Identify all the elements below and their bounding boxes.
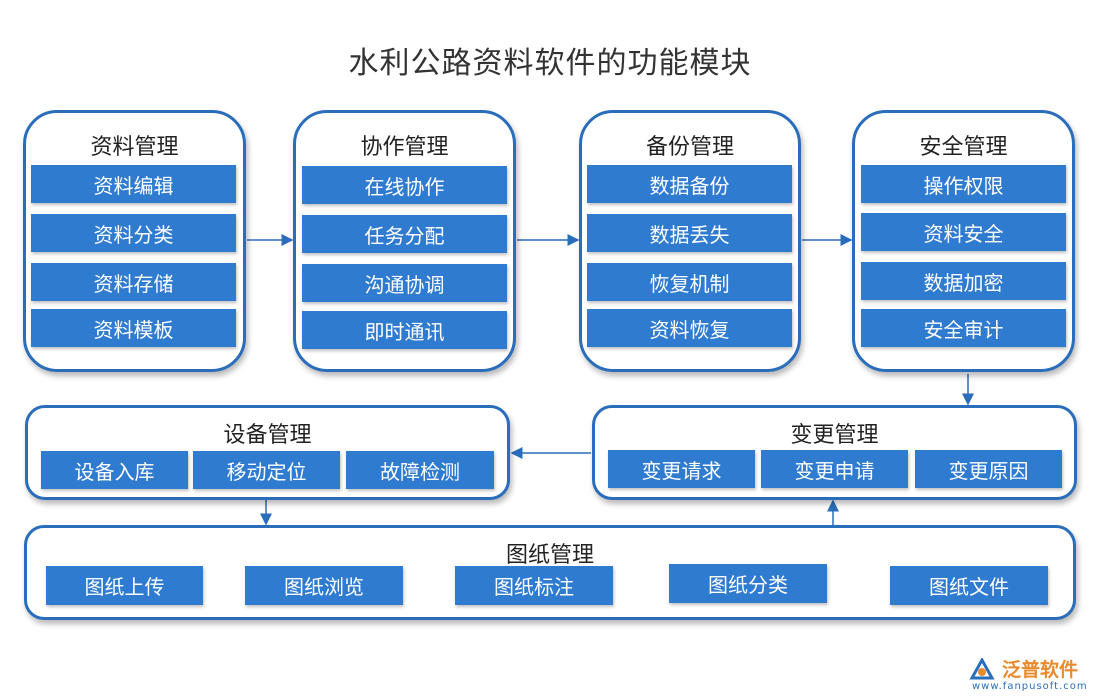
item-change-reason: 变更原因 bbox=[915, 450, 1062, 488]
module-device-management: 设备管理 设备入库 移动定位 故障检测 bbox=[25, 405, 510, 500]
item-instant-messaging: 即时通讯 bbox=[302, 311, 507, 349]
module-collaboration-management: 协作管理 在线协作 任务分配 沟通协调 即时通讯 bbox=[293, 110, 516, 372]
logo-name: 泛普软件 bbox=[1002, 659, 1079, 681]
item-device-storage: 设备入库 bbox=[41, 451, 188, 489]
diagram-title: 水利公路资料软件的功能模块 bbox=[348, 46, 752, 81]
module-title: 设备管理 bbox=[223, 423, 312, 448]
module-data-management: 资料管理 资料编辑 资料分类 资料存储 资料模板 bbox=[23, 110, 246, 372]
item-change-request: 变更请求 bbox=[608, 450, 755, 488]
module-title: 安全管理 bbox=[919, 135, 1008, 160]
module-title: 变更管理 bbox=[790, 423, 879, 448]
item-data-encryption: 数据加密 bbox=[861, 262, 1066, 300]
item-drawing-upload: 图纸上传 bbox=[46, 566, 203, 605]
item-drawing-classify: 图纸分类 bbox=[669, 564, 827, 603]
item-recovery-mechanism: 恢复机制 bbox=[587, 263, 792, 301]
item-data-storage: 资料存储 bbox=[31, 263, 236, 301]
item-operation-permission: 操作权限 bbox=[861, 165, 1066, 203]
item-data-loss: 数据丢失 bbox=[587, 214, 792, 252]
item-change-application: 变更申请 bbox=[761, 450, 908, 488]
module-title: 资料管理 bbox=[90, 135, 179, 160]
item-fault-detection: 故障检测 bbox=[346, 451, 494, 489]
item-data-backup: 数据备份 bbox=[587, 165, 792, 203]
module-title: 备份管理 bbox=[645, 135, 734, 160]
module-drawing-management: 图纸管理 图纸上传 图纸浏览 图纸标注 图纸分类 图纸文件 bbox=[24, 525, 1076, 620]
item-drawing-annotation: 图纸标注 bbox=[455, 566, 613, 605]
module-title: 图纸管理 bbox=[505, 543, 594, 568]
item-data-edit: 资料编辑 bbox=[31, 165, 236, 203]
logo-url: www.fanpusoft.com bbox=[972, 681, 1088, 692]
fanpu-logo: 泛普软件 www.fanpusoft.com bbox=[968, 652, 1093, 697]
item-data-template: 资料模板 bbox=[31, 309, 236, 347]
item-mobile-location: 移动定位 bbox=[193, 451, 340, 489]
item-communication: 沟通协调 bbox=[302, 264, 507, 302]
module-backup-management: 备份管理 数据备份 数据丢失 恢复机制 资料恢复 bbox=[579, 110, 801, 372]
item-online-collab: 在线协作 bbox=[302, 166, 507, 204]
item-task-assign: 任务分配 bbox=[302, 215, 507, 253]
item-data-security: 资料安全 bbox=[861, 213, 1066, 251]
item-drawing-browse: 图纸浏览 bbox=[245, 566, 403, 605]
module-title: 协作管理 bbox=[360, 135, 449, 160]
module-change-management: 变更管理 变更请求 变更申请 变更原因 bbox=[592, 405, 1077, 500]
item-drawing-file: 图纸文件 bbox=[890, 566, 1048, 605]
module-security-management: 安全管理 操作权限 资料安全 数据加密 安全审计 bbox=[852, 110, 1075, 372]
item-data-recovery: 资料恢复 bbox=[587, 309, 792, 347]
item-security-audit: 安全审计 bbox=[861, 309, 1066, 347]
item-data-classify: 资料分类 bbox=[31, 214, 236, 252]
logo-mark-icon bbox=[969, 658, 995, 680]
